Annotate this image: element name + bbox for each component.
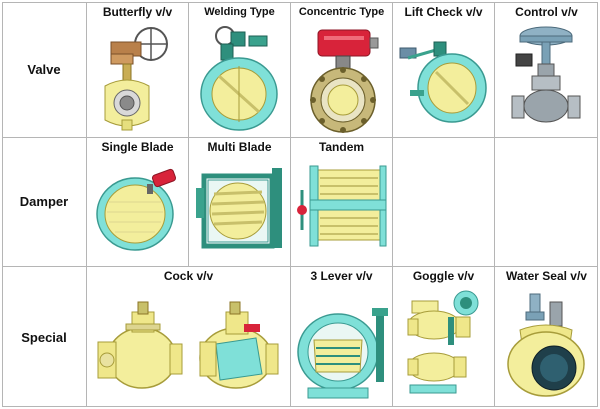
caption-welding-type: Welding Type bbox=[204, 6, 275, 18]
caption-goggle-valve: Goggle v/v bbox=[412, 269, 475, 283]
row-label-damper: Damper bbox=[19, 194, 69, 209]
lift-check-valve-illustration bbox=[396, 30, 492, 130]
caption-concentric-type: Concentric Type bbox=[298, 6, 385, 18]
caption-lift-check-valve: Lift Check v/v bbox=[404, 5, 483, 19]
caption-three-lever-valve: 3 Lever v/v bbox=[310, 269, 373, 283]
butterfly-valve-illustration bbox=[97, 24, 177, 134]
control-valve-illustration bbox=[510, 24, 582, 134]
cock-valve-illustration bbox=[96, 294, 286, 404]
caption-water-seal-valve: Water Seal v/v bbox=[506, 269, 587, 283]
multi-blade-damper-illustration bbox=[196, 162, 286, 258]
three-lever-valve-illustration bbox=[294, 292, 390, 404]
caption-multi-blade: Multi Blade bbox=[207, 140, 272, 154]
caption-butterfly-valve: Butterfly v/v bbox=[102, 5, 173, 19]
caption-control-valve: Control v/v bbox=[515, 5, 578, 19]
single-blade-damper-illustration bbox=[95, 158, 185, 258]
tandem-damper-illustration bbox=[296, 160, 388, 258]
caption-cock-valve: Cock v/v bbox=[163, 269, 214, 283]
goggle-valve-illustration bbox=[398, 287, 492, 403]
row-label-special: Special bbox=[21, 330, 67, 345]
concentric-type-valve-illustration bbox=[304, 22, 382, 134]
caption-single-blade: Single Blade bbox=[101, 140, 174, 154]
caption-tandem: Tandem bbox=[318, 140, 365, 154]
welding-type-valve-illustration bbox=[197, 24, 283, 134]
water-seal-valve-illustration bbox=[500, 290, 594, 402]
row-label-valve: Valve bbox=[27, 62, 61, 77]
